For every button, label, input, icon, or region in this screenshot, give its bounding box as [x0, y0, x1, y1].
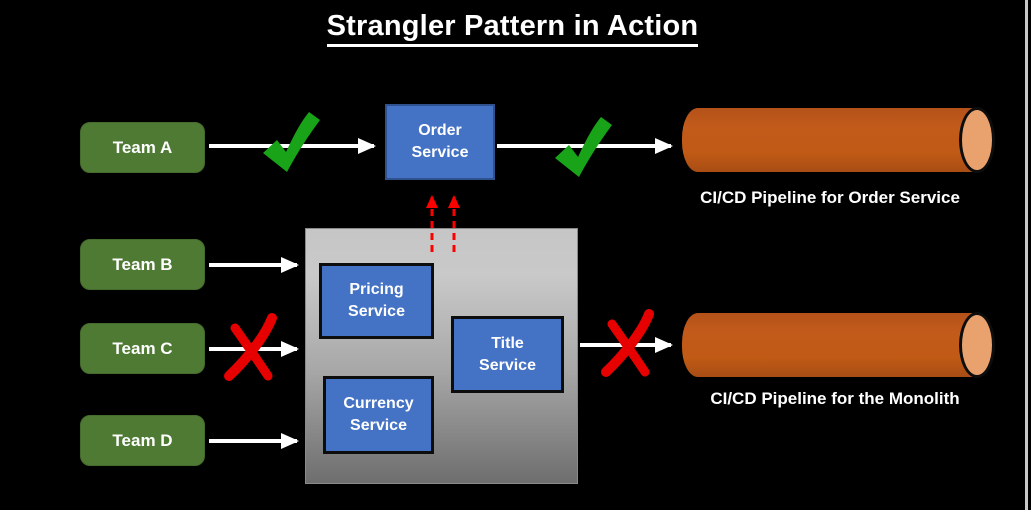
- order-service-label: Order Service: [411, 122, 469, 161]
- title-service-label: Title Service: [479, 334, 536, 374]
- team-d-label: Team D: [112, 430, 173, 450]
- currency-service-box: Currency Service: [323, 376, 434, 454]
- slide-edge-strip: [1025, 0, 1028, 510]
- monolith-deploy-blocked-cross-icon: [601, 309, 654, 377]
- title-service-box: Title Service: [451, 316, 564, 393]
- team-c-box: Team C: [80, 323, 205, 374]
- team-a-label: Team A: [112, 137, 173, 157]
- diagram-title: Strangler Pattern in Action: [326, 10, 699, 47]
- pricing-service-label: Pricing Service: [348, 281, 405, 320]
- monolith-pipeline-cylinder-face: [959, 312, 995, 378]
- order-pipeline-cylinder-face: [959, 107, 995, 173]
- monolith-pipeline-label: CI/CD Pipeline for the Monolith: [710, 389, 960, 408]
- team-b-box: Team B: [80, 239, 205, 290]
- team-c-label: Team C: [112, 338, 173, 358]
- order-service-box: Order Service: [385, 104, 495, 180]
- order-pipeline-cylinder: [682, 108, 977, 172]
- team-a-approved-check-icon: [263, 112, 320, 172]
- pricing-service-box: Pricing Service: [319, 263, 434, 339]
- order-pipeline-label: CI/CD Pipeline for Order Service: [700, 188, 960, 207]
- team-a-box: Team A: [80, 122, 205, 173]
- monolith-box: Pricing Service Title Service Currency S…: [305, 228, 578, 484]
- order-service-deploy-check-icon: [555, 117, 612, 177]
- currency-service-label: Currency Service: [343, 395, 414, 434]
- team-b-label: Team B: [112, 254, 173, 274]
- title-container: Strangler Pattern in Action: [0, 10, 1025, 47]
- team-c-blocked-cross-icon: [224, 313, 277, 381]
- team-d-box: Team D: [80, 415, 205, 466]
- monolith-pipeline-cylinder: [682, 313, 977, 377]
